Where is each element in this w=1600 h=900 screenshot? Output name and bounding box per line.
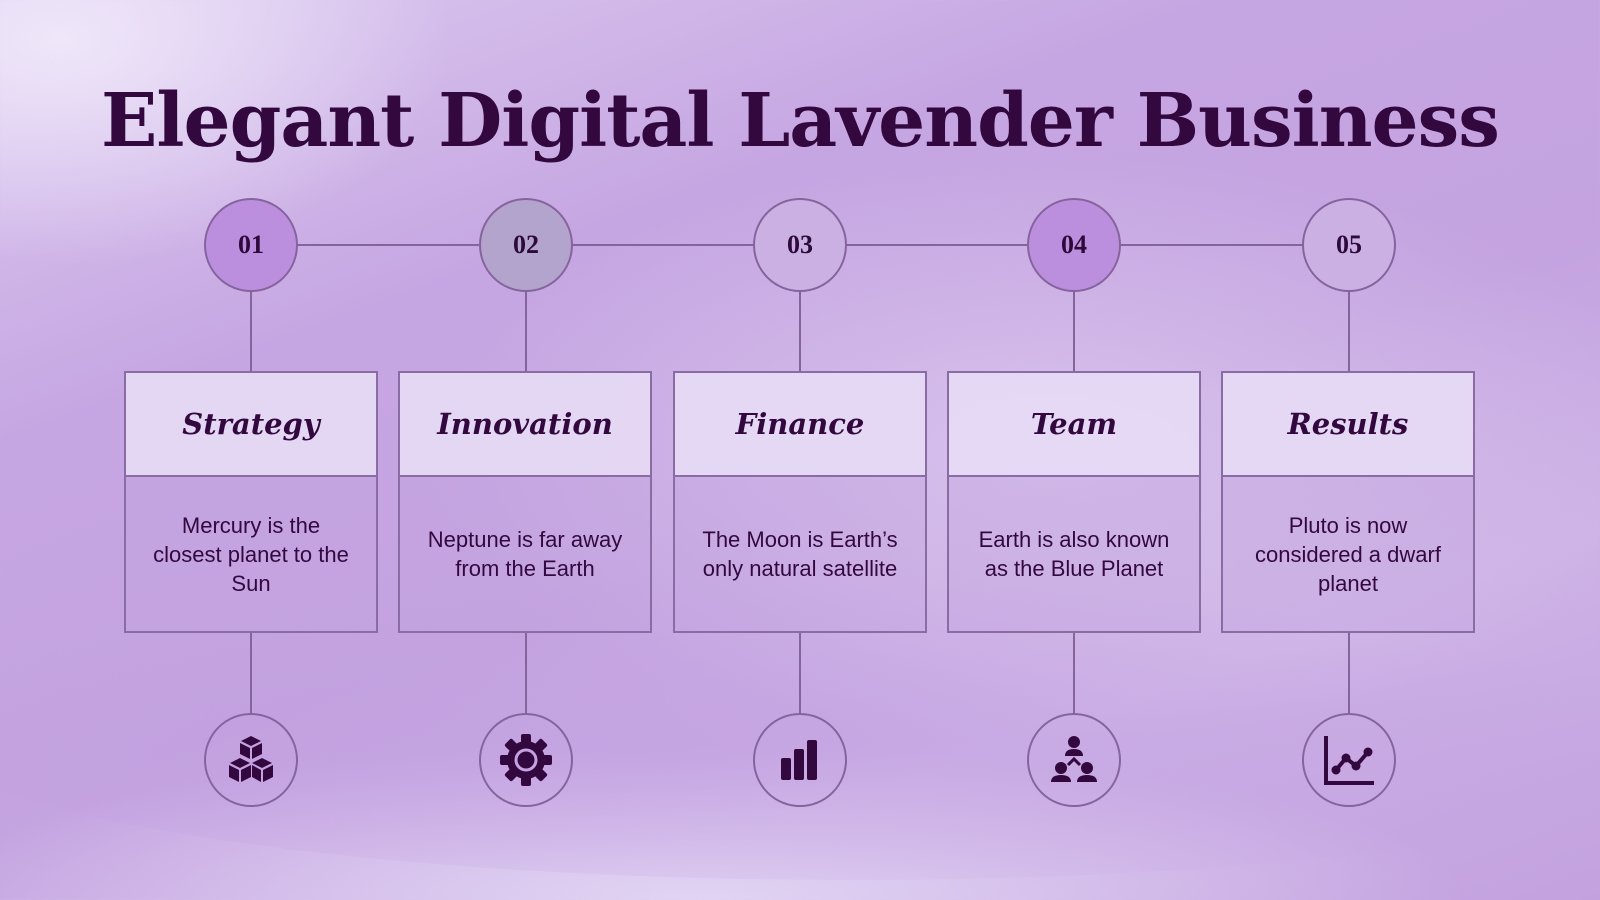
step-number-circle-4: 04 <box>1027 198 1121 292</box>
connector-vertical-bottom-3 <box>799 633 801 713</box>
connector-line-3-4 <box>846 244 1028 246</box>
step-icon-circle-1 <box>204 713 298 807</box>
step-icon-circle-3 <box>753 713 847 807</box>
gear-icon <box>500 734 552 786</box>
cubes-icon <box>229 736 273 782</box>
connector-vertical-bottom-5 <box>1348 633 1350 713</box>
connector-line-4-5 <box>1120 244 1302 246</box>
bar-chart-icon <box>781 740 817 780</box>
line-chart-icon <box>1324 736 1374 785</box>
step-card-title: Strategy <box>126 373 376 477</box>
connector-vertical-top-2 <box>525 292 527 371</box>
step-number-circle-5: 05 <box>1302 198 1396 292</box>
connector-vertical-top-3 <box>799 292 801 371</box>
step-card-description: Pluto is now considered a dwarf planet <box>1223 477 1473 631</box>
step-card-finance: Finance The Moon is Earth’s only natural… <box>673 371 927 633</box>
step-card-description: Mercury is the closest planet to the Sun <box>126 477 376 631</box>
step-card-title: Finance <box>675 373 925 477</box>
step-number-circle-1: 01 <box>204 198 298 292</box>
step-number: 05 <box>1336 230 1362 259</box>
connector-vertical-bottom-1 <box>250 633 252 713</box>
step-card-team: Team Earth is also known as the Blue Pla… <box>947 371 1201 633</box>
step-number: 03 <box>787 230 813 259</box>
step-icon-circle-4 <box>1027 713 1121 807</box>
step-number: 02 <box>513 230 539 259</box>
connector-line-1-2 <box>297 244 479 246</box>
step-card-description: The Moon is Earth’s only natural satelli… <box>675 477 925 631</box>
connector-vertical-top-1 <box>250 292 252 371</box>
step-icon-circle-5 <box>1302 713 1396 807</box>
connector-line-2-3 <box>572 244 754 246</box>
step-number: 04 <box>1061 230 1087 259</box>
step-card-innovation: Innovation Neptune is far away from the … <box>398 371 652 633</box>
connector-vertical-top-4 <box>1073 292 1075 371</box>
step-card-results: Results Pluto is now considered a dwarf … <box>1221 371 1475 633</box>
step-card-title: Team <box>949 373 1199 477</box>
step-number: 01 <box>238 230 264 259</box>
step-card-description: Neptune is far away from the Earth <box>400 477 650 631</box>
slide-title: Elegant Digital Lavender Business <box>101 78 1500 164</box>
connector-vertical-bottom-4 <box>1073 633 1075 713</box>
step-number-circle-3: 03 <box>753 198 847 292</box>
step-card-title: Innovation <box>400 373 650 477</box>
team-hierarchy-icon <box>1051 736 1097 782</box>
step-card-title: Results <box>1223 373 1473 477</box>
connector-vertical-bottom-2 <box>525 633 527 713</box>
step-number-circle-2: 02 <box>479 198 573 292</box>
connector-vertical-top-5 <box>1348 292 1350 371</box>
step-icon-circle-2 <box>479 713 573 807</box>
step-card-strategy: Strategy Mercury is the closest planet t… <box>124 371 378 633</box>
step-card-description: Earth is also known as the Blue Planet <box>949 477 1199 631</box>
